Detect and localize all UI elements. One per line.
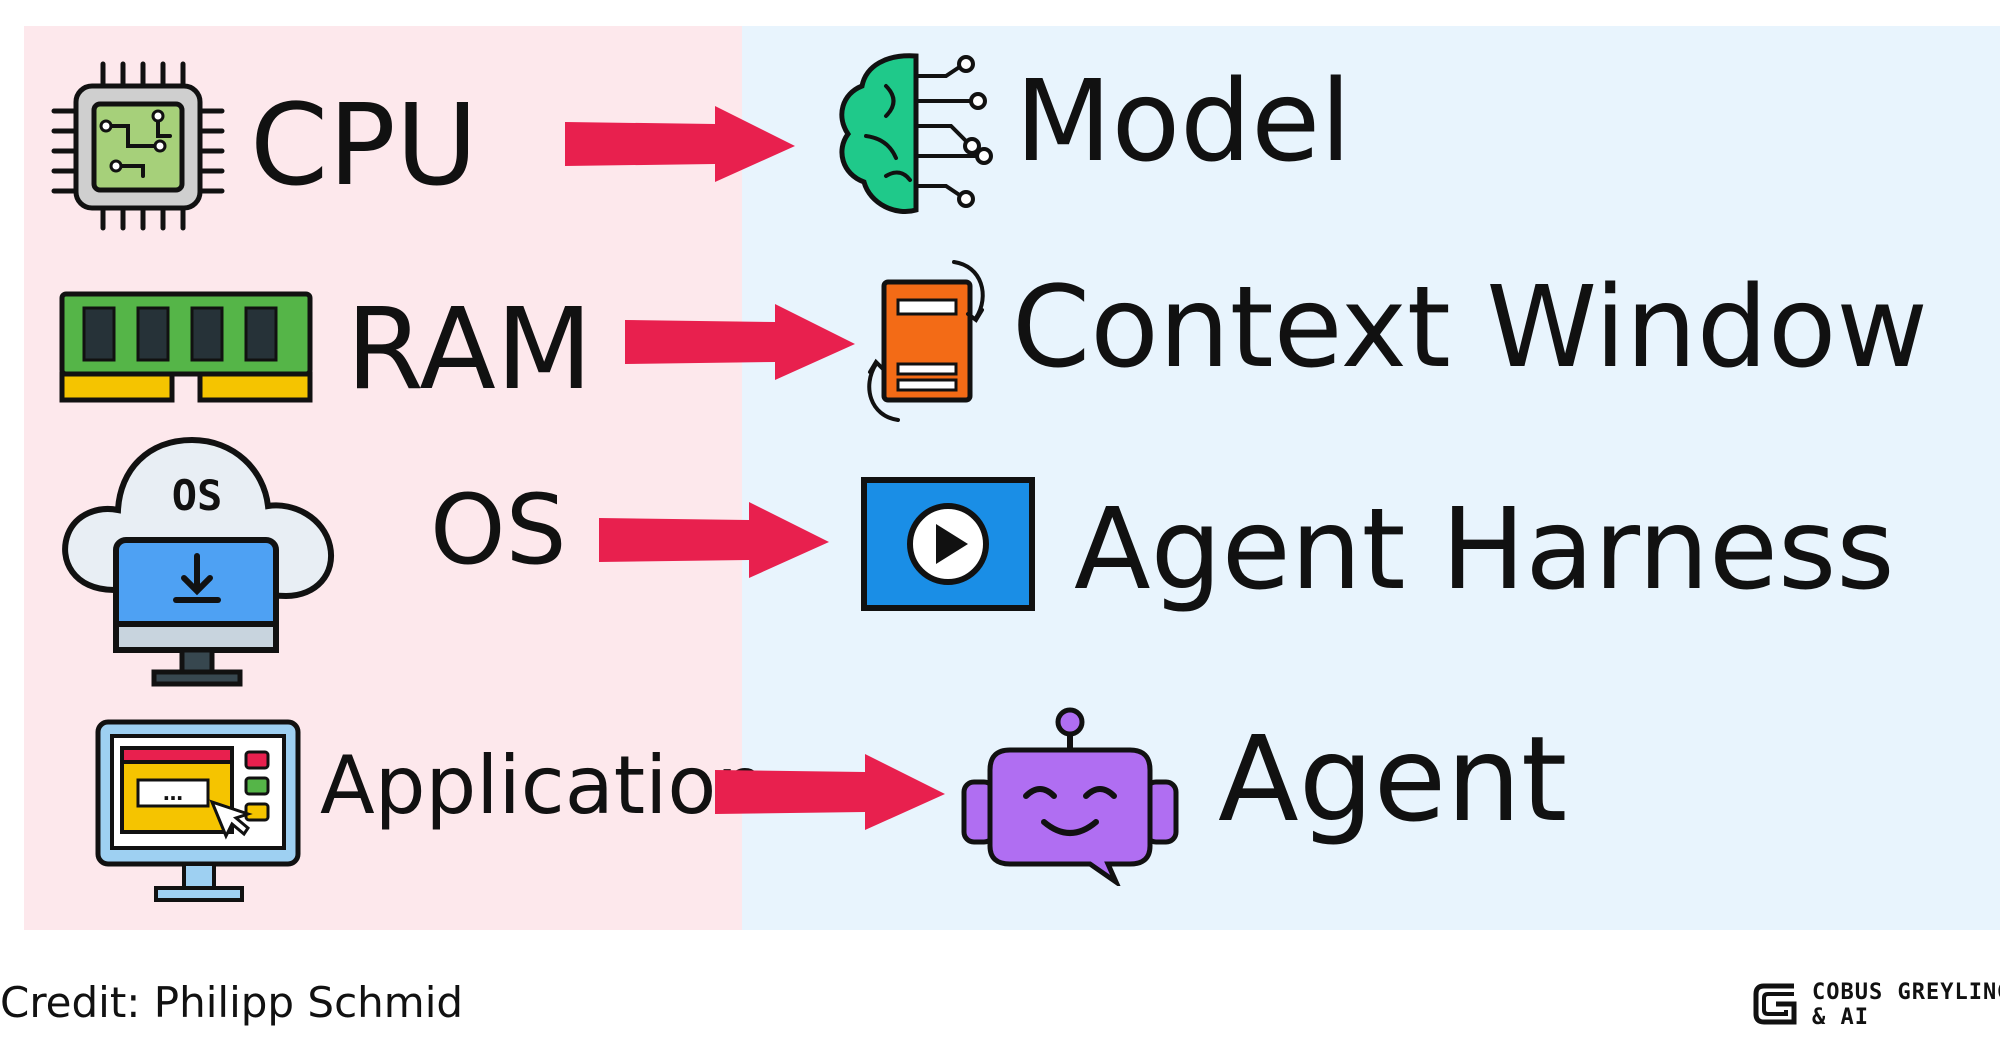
- cpu-to-model-arrow: [565, 106, 795, 182]
- ram-to-context-window-arrow: [625, 304, 855, 380]
- agent-harness-label: Agent Harness: [1074, 485, 1895, 615]
- svg-text:…: …: [163, 781, 183, 805]
- video-player-icon: [861, 477, 1035, 611]
- brand-logo: COBUS GREYLING & AI: [1750, 978, 2000, 1034]
- cloud-os-download-icon: OS: [62, 436, 335, 687]
- application-monitor-icon: …: [95, 719, 301, 902]
- brand-name-line1: COBUS GREYLING: [1812, 980, 2000, 1005]
- context-document-cycle-icon: [867, 260, 985, 422]
- robot-chat-icon: [961, 707, 1179, 886]
- context-window-label: Context Window: [1012, 263, 1928, 393]
- os-to-agent-harness-arrow: [599, 502, 829, 578]
- cobus-greyling-logo-icon: [1753, 983, 1797, 1025]
- brand-name-line2: & AI: [1812, 1005, 1869, 1030]
- cpu-label: CPU: [250, 81, 478, 211]
- ram-module-icon: [59, 291, 313, 403]
- cpu-chip-icon: [51, 61, 225, 231]
- svg-text:OS: OS: [172, 471, 223, 520]
- application-label: Application: [320, 739, 767, 832]
- credit-text: Credit: Philipp Schmid: [0, 978, 464, 1027]
- os-label: OS: [430, 474, 567, 586]
- ai-brain-icon: [839, 53, 993, 214]
- ram-label: RAM: [346, 285, 593, 415]
- application-to-agent-arrow: [715, 754, 945, 830]
- model-label: Model: [1015, 57, 1352, 187]
- agent-label: Agent: [1218, 710, 1568, 848]
